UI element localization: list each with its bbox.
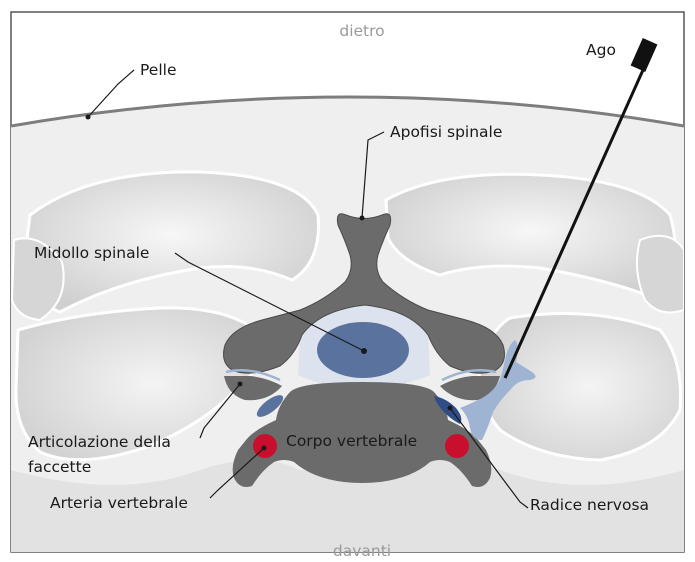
leader-dot-nerve [448, 406, 453, 411]
label-needle: Ago [586, 41, 616, 59]
label-spinal-cord: Midollo spinale [34, 244, 149, 262]
label-facet-joint-2: faccette [28, 458, 91, 476]
label-spinous-process: Apofisi spinale [390, 123, 502, 141]
leader-dot-facet [238, 382, 243, 387]
label-vertebral-artery: Arteria vertebrale [50, 494, 188, 512]
leader-dot-skin [86, 115, 91, 120]
label-skin: Pelle [140, 61, 176, 79]
label-nerve-root: Radice nervosa [530, 496, 649, 514]
vertebral-artery-right [445, 434, 469, 458]
leader-dot-spinous [360, 216, 365, 221]
leader-dot-artery [262, 446, 267, 451]
label-dietro: dietro [339, 22, 384, 40]
label-facet-joint-1: Articolazione della [28, 433, 171, 451]
label-vertebral-body: Corpo vertebrale [286, 432, 417, 450]
label-davanti: davanti [333, 542, 391, 560]
leader-dot-cord [361, 348, 367, 354]
